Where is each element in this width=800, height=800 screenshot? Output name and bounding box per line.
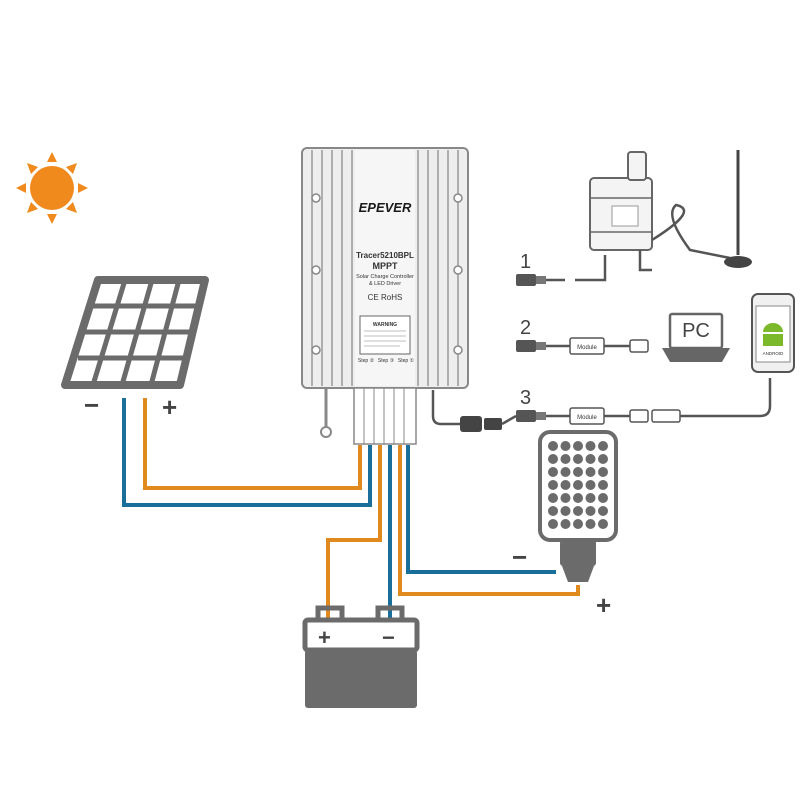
wifi-module-icon (589, 151, 653, 251)
controller-cert: CE RoHS (368, 293, 403, 302)
led-dot (573, 506, 583, 516)
controller-desc-2: & LED Driver (369, 281, 401, 287)
module-label-2: Module (577, 345, 597, 351)
led-dot (585, 467, 596, 477)
battery-icon (302, 605, 420, 708)
led-dot (548, 467, 558, 477)
led-dot (560, 480, 571, 490)
led-dot (598, 480, 608, 490)
led-dot (548, 506, 558, 516)
load-negative-wire (406, 445, 556, 574)
antenna-cable (651, 203, 731, 260)
solar-panel-icon (61, 276, 209, 389)
panel-plus-sign: + (162, 392, 177, 422)
led-dot (585, 454, 596, 464)
connection-number-2: 2 (520, 317, 531, 339)
load-minus-sign: − (512, 542, 527, 572)
module-label-3: Module (577, 415, 597, 421)
led-dot (573, 454, 583, 464)
led-dot (585, 506, 596, 516)
led-dot (585, 493, 596, 503)
led-dot (598, 519, 608, 529)
module-1-cable (546, 255, 607, 282)
com-cable (431, 390, 460, 426)
charge-controller: EPEVER Tracer5210BPL MPPT Solar Charge C… (301, 147, 469, 445)
step-label-2: Step ② (358, 358, 375, 364)
led-dot (573, 441, 583, 451)
led-dot (598, 493, 608, 503)
step-label-3: Step ③ (378, 358, 395, 364)
led-dot (573, 519, 583, 529)
phone-label: ANDROID (763, 351, 785, 356)
led-dot (548, 480, 558, 490)
led-dot (585, 519, 596, 529)
controller-type: MPPT (372, 261, 398, 271)
panel-negative-wire (122, 398, 372, 507)
led-dot (598, 454, 608, 464)
controller-brand: EPEVER (359, 200, 412, 215)
led-dot (560, 506, 571, 516)
android-phone-icon (751, 293, 795, 373)
pc-label: PC (682, 320, 710, 342)
led-dot (573, 480, 583, 490)
module-3-cable-phone (680, 378, 772, 418)
pc-icon (662, 312, 730, 362)
led-dot (573, 467, 583, 477)
led-dot (598, 441, 608, 451)
com-connector (460, 416, 482, 432)
led-dot (560, 441, 571, 451)
connector-plug-1 (516, 274, 546, 286)
led-dot (560, 467, 571, 477)
led-dot (560, 519, 571, 529)
led-dot (585, 480, 596, 490)
battery-plus-sign: + (318, 625, 331, 650)
sun-icon (16, 152, 88, 224)
load-positive-wire (398, 445, 580, 596)
led-dot (548, 441, 558, 451)
antenna-icon (724, 150, 752, 268)
battery-positive-wire (326, 445, 382, 620)
led-dot (598, 467, 608, 477)
led-dot (585, 441, 596, 451)
led-dot (560, 493, 571, 503)
led-dot (573, 493, 583, 503)
controller-desc-1: Solar Charge Controller (356, 274, 414, 280)
led-dot (548, 493, 558, 503)
led-lamp-icon (538, 430, 618, 582)
usb-plug-2 (629, 339, 649, 353)
led-dot (548, 454, 558, 464)
step-label-1: Step ① (398, 358, 415, 364)
controller-model: Tracer5210BPL (356, 251, 414, 260)
controller-warning: WARNING (373, 322, 397, 328)
led-dot (560, 454, 571, 464)
connection-number-3: 3 (520, 387, 531, 409)
load-plus-sign: + (596, 590, 611, 620)
connection-number-1: 1 (520, 251, 531, 273)
led-dot (548, 519, 558, 529)
battery-minus-sign: − (382, 625, 395, 650)
module-1-stub (638, 250, 652, 272)
com-to-plug-3 (501, 414, 517, 426)
connector-plug-2 (516, 340, 546, 352)
panel-minus-sign: − (84, 390, 99, 420)
panel-positive-wire (143, 398, 362, 490)
led-dot (598, 506, 608, 516)
connector-plug-3 (516, 410, 546, 422)
